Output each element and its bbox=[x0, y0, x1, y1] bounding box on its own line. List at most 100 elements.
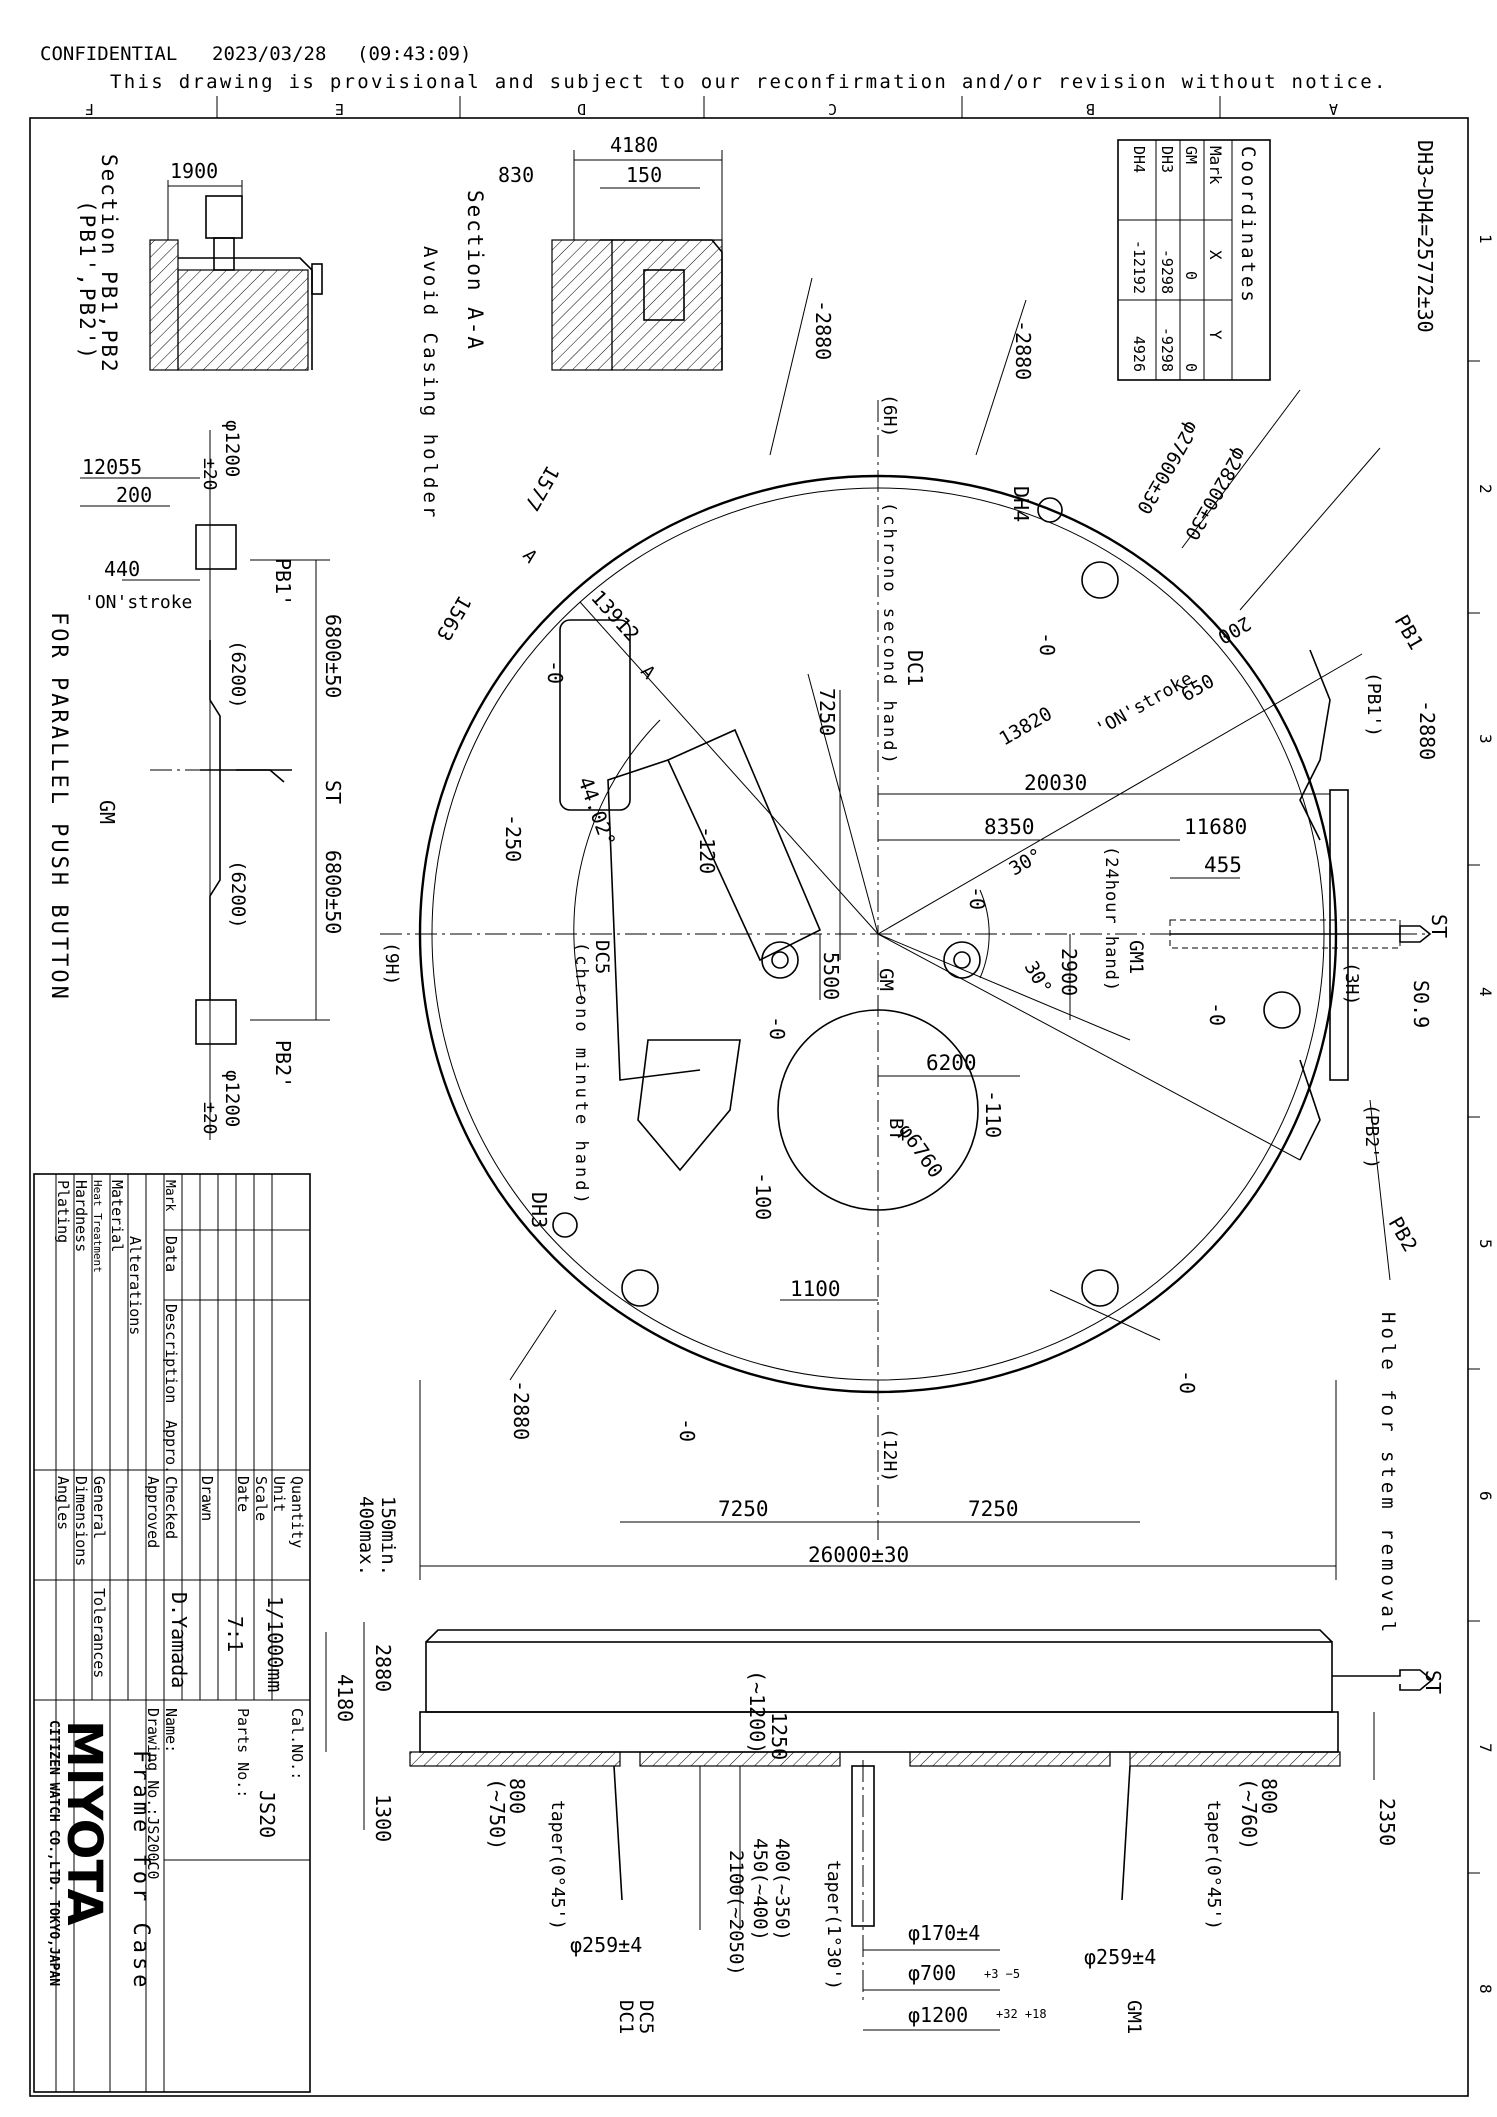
tb-appro: Appro. bbox=[162, 1420, 180, 1474]
tb-general: General bbox=[90, 1476, 108, 1539]
zone-col-e: E bbox=[335, 100, 344, 118]
dim-1577: 1577 bbox=[520, 462, 565, 516]
tb-unit-value: 1/1000mm bbox=[263, 1596, 287, 1692]
coord-dh4-mark: DH4 bbox=[1130, 146, 1148, 173]
on-stroke-plan: 'ON'stroke bbox=[1092, 668, 1196, 740]
zone-col-a: A bbox=[1329, 100, 1338, 118]
dim-4180-top: 4180 bbox=[610, 133, 658, 157]
dim-455: 455 bbox=[1204, 853, 1242, 877]
side-view bbox=[325, 1622, 1434, 2031]
label-3h: (3H) bbox=[1341, 962, 1362, 1005]
tb-scale: Scale bbox=[252, 1476, 270, 1521]
dim-400-350: 400(~350) bbox=[771, 1838, 793, 1941]
parallel-push-button-title: FOR PARALLEL PUSH BUTTON bbox=[46, 612, 71, 1002]
coord-gm-y: 0 bbox=[1182, 363, 1200, 372]
title-block bbox=[33, 1173, 311, 2093]
angle-30-lower: 30° bbox=[1020, 958, 1056, 999]
minus250: -250 bbox=[501, 814, 525, 862]
dc1-label: DC1 bbox=[903, 650, 927, 686]
zone-col-f: F bbox=[85, 100, 94, 118]
tb-mark: Mark bbox=[162, 1180, 177, 1211]
dc1-side: DC1 bbox=[615, 2000, 637, 2034]
pb2-label: PB2 bbox=[1384, 1213, 1423, 1256]
coord-header-mark: Mark bbox=[1206, 146, 1225, 185]
tb-drawn-value: D.Yamada bbox=[167, 1592, 191, 1688]
minus110: -110 bbox=[981, 1090, 1005, 1138]
pb1-prime-label: (PB1') bbox=[1363, 672, 1384, 737]
tb-data: Data bbox=[162, 1236, 180, 1272]
minus0-right: -0 bbox=[1205, 1002, 1229, 1026]
phi27600: φ27600±30 bbox=[1132, 418, 1203, 518]
dim-440: 440 bbox=[104, 557, 140, 581]
dim-800-right: 800 bbox=[1257, 1778, 1281, 1814]
coord-dh3-mark: DH3 bbox=[1158, 146, 1176, 173]
dim-1900: 1900 bbox=[170, 159, 218, 183]
minus0-bottom-right: -0 bbox=[1175, 1370, 1199, 1394]
dim-4180-side: 4180 bbox=[333, 1674, 357, 1722]
stem-removal-note: Hole for stem removal bbox=[1377, 1312, 1399, 1636]
coord-dh4-x: -12192 bbox=[1130, 240, 1148, 294]
section-pb-subtitle: (PB1',PB2') bbox=[75, 200, 99, 361]
angle-30-upper: 30° bbox=[1006, 844, 1047, 880]
dim-1300: 1300 bbox=[371, 1794, 395, 1842]
tb-material: Material bbox=[108, 1180, 126, 1252]
zone-col-b: B bbox=[1086, 100, 1095, 118]
section-aa-view bbox=[551, 150, 723, 371]
st-plan-label: ST bbox=[1427, 914, 1451, 938]
zone-ticks bbox=[216, 96, 1480, 1874]
tb-name-value: Frame for Case bbox=[128, 1750, 153, 1991]
phi28200: φ28200±30 bbox=[1180, 444, 1251, 544]
coord-dh4-y: 4926 bbox=[1130, 336, 1148, 372]
minus2880-bottom: -2880 bbox=[509, 1380, 533, 1440]
tb-drawing-no: Drawing No.:JS200C0 bbox=[144, 1708, 162, 1880]
zone-row-5: 5 bbox=[1476, 1239, 1495, 1249]
zone-col-d: D bbox=[577, 100, 586, 118]
coord-header-y: Y bbox=[1206, 330, 1225, 340]
dim-6200-upper: (6200) bbox=[227, 640, 249, 709]
dim-1563: 1563 bbox=[432, 592, 477, 646]
pb1-label: PB1 bbox=[1390, 611, 1429, 654]
dim-12055: 12055 bbox=[82, 455, 142, 479]
pb2-prime-left: PB2' bbox=[271, 1040, 295, 1088]
tol-top: ±20 bbox=[199, 458, 220, 491]
dim-830: 830 bbox=[498, 163, 534, 187]
tb-hardness: Hardness bbox=[72, 1180, 90, 1252]
dim-200-plan: 200 bbox=[1214, 612, 1255, 648]
dim-800-left: 800 bbox=[505, 1778, 529, 1814]
minus100: -100 bbox=[751, 1172, 775, 1220]
dim-2350: 2350 bbox=[1375, 1798, 1399, 1846]
minus2880-right: -2880 bbox=[1415, 700, 1439, 760]
minus2880-top-right: -2880 bbox=[1011, 320, 1035, 380]
dc5-label: DC5 bbox=[591, 940, 613, 974]
dim-760-paren: (~760) bbox=[1237, 1778, 1261, 1850]
coord-gm-mark: GM bbox=[1182, 146, 1200, 164]
dim-150min: 150min. bbox=[377, 1496, 399, 1576]
dim-200-left: 200 bbox=[116, 483, 152, 507]
dim-8350: 8350 bbox=[984, 815, 1035, 839]
minus0-dh4: -0 bbox=[1035, 632, 1059, 656]
gm1-note: (24hour hand) bbox=[1101, 846, 1121, 992]
label-9h: (9H) bbox=[381, 942, 402, 985]
dim-400max: 400max. bbox=[355, 1496, 377, 1576]
header-time: (09:43:09) bbox=[357, 43, 471, 65]
taper-center: taper(1°30') bbox=[823, 1860, 844, 1990]
section-pb-title: Section PB1,PB2 bbox=[97, 154, 121, 374]
dc1-note: (chrono second hand) bbox=[879, 502, 899, 767]
zone-row-1: 1 bbox=[1476, 234, 1495, 244]
zone-row-3: 3 bbox=[1476, 734, 1495, 744]
dim-2880-side: 2880 bbox=[371, 1644, 395, 1692]
minus0-center: -0 bbox=[965, 886, 989, 910]
zone-row-8: 8 bbox=[1476, 1984, 1495, 1994]
gm-center-label: GM bbox=[875, 968, 897, 991]
dim-150: 150 bbox=[626, 163, 662, 187]
dim-750-paren: (~750) bbox=[485, 1778, 509, 1850]
minus0-left: -0 bbox=[543, 660, 567, 684]
dim-7250-right: 7250 bbox=[968, 1497, 1019, 1521]
minus2880-top-left: -2880 bbox=[811, 300, 835, 360]
phi700: φ700 bbox=[908, 1961, 956, 1985]
plan-view bbox=[380, 277, 1432, 1580]
coord-header-x: X bbox=[1206, 250, 1225, 260]
phi170: φ170±4 bbox=[908, 1921, 980, 1945]
tb-date: Date bbox=[234, 1476, 252, 1512]
coordinates-table: Coordinates Mark X Y GM 0 0 DH3 -9298 -9… bbox=[1117, 139, 1271, 381]
